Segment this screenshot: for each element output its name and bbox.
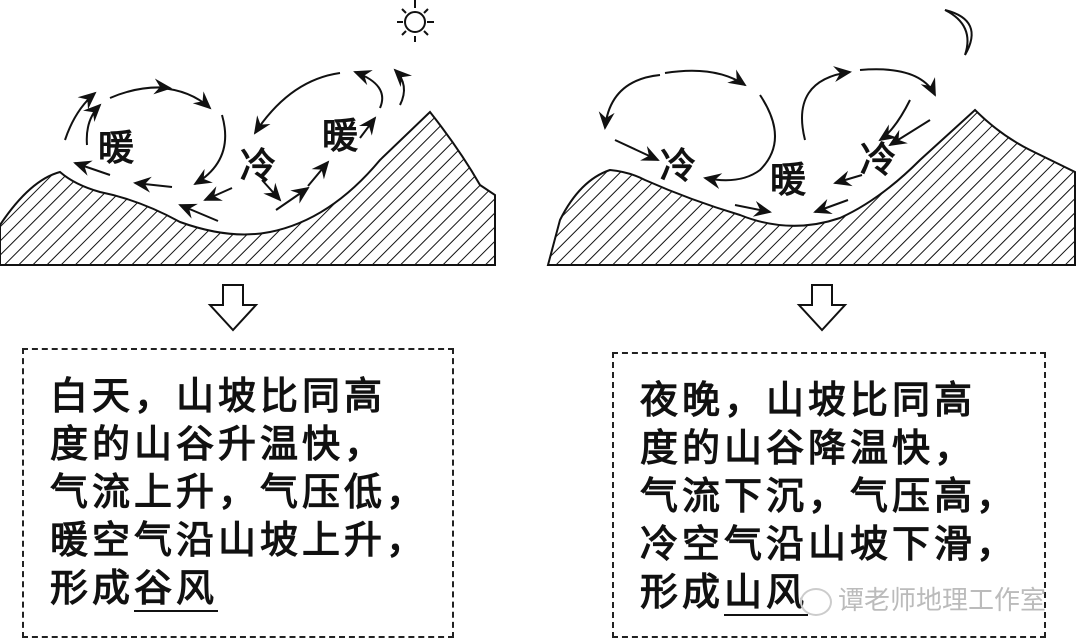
down-arrow-icon [207, 284, 259, 332]
conclusion-term: 山风 [724, 569, 809, 616]
label-warm: 暖 [770, 159, 807, 201]
day-explanation-box: 白天，山坡比同高 度的山谷升温快， 气流上升，气压低， 暖空气沿山坡上升， 形成… [22, 348, 454, 638]
sun-icon [397, 0, 434, 42]
explanation-line: 白天，山坡比同高 [50, 373, 387, 418]
conclusion-line: 形成谷风 [50, 564, 452, 612]
watermark-text: 谭老师地理工作室 [838, 586, 1047, 616]
moon-icon [944, 9, 973, 56]
label-cold: 冷 [240, 145, 276, 187]
label-warm-right: 暖 [322, 115, 359, 157]
explanation-line: 气流下沉，气压高， [640, 473, 1019, 518]
airflow-arrows [64, 68, 412, 222]
watermark: 谭老师地理工作室 [800, 580, 1046, 617]
left-diagram: 暖 冷 暖 [0, 0, 496, 332]
conclusion-term: 谷风 [134, 565, 219, 612]
mountain-terrain [546, 108, 1076, 266]
label-warm-left: 暖 [98, 127, 135, 169]
conclusion-line: 形成山风 [640, 568, 1044, 616]
explanation-line: 度的山谷降温快， [640, 425, 977, 470]
mountain-terrain [0, 110, 496, 266]
label-cold-left: 冷 [660, 145, 696, 187]
explanation-line: 冷空气沿山坡下滑， [640, 521, 1019, 566]
conclusion-prefix: 形成 [640, 569, 725, 614]
explanation-line: 气流上升，气压低， [50, 469, 429, 514]
conclusion-prefix: 形成 [50, 565, 135, 610]
right-diagram: 冷 暖 冷 [546, 9, 1076, 332]
wechat-icon [800, 587, 832, 616]
explanation-line: 暖空气沿山坡上升， [50, 517, 429, 562]
explanation-line: 度的山谷升温快， [50, 421, 387, 466]
night-explanation-box: 夜晚，山坡比同高 度的山谷降温快， 气流下沉，气压高， 冷空气沿山坡下滑， 形成… [612, 352, 1046, 638]
airflow-arrows [598, 66, 936, 217]
explanation-line: 夜晚，山坡比同高 [640, 377, 977, 422]
down-arrow-icon [796, 284, 848, 332]
label-cold-right: 冷 [860, 139, 896, 181]
